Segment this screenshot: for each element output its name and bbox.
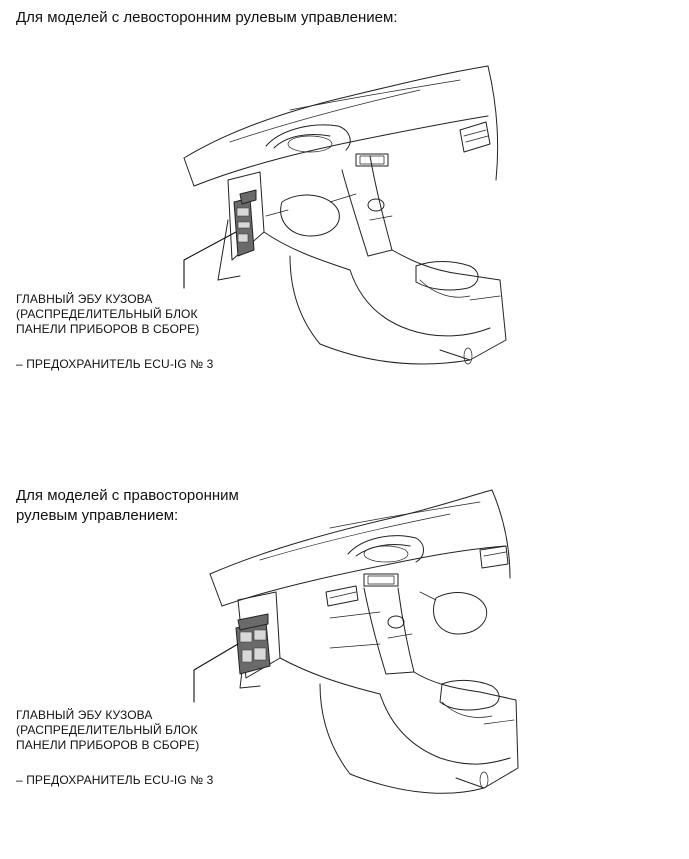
rhd-callout: ГЛАВНЫЙ ЭБУ КУЗОВА (РАСПРЕДЕЛИТЕЛЬНЫЙ БЛ… [16, 708, 199, 753]
rhd-section-heading: Для моделей с правосторонним рулевым упр… [16, 486, 239, 526]
lhd-callout: ГЛАВНЫЙ ЭБУ КУЗОВА (РАСПРЕДЕЛИТЕЛЬНЫЙ БЛ… [16, 292, 199, 337]
rhd-callout-line-3: ПАНЕЛИ ПРИБОРОВ В СБОРЕ) [16, 738, 200, 752]
rhd-callout-line-1: ГЛАВНЫЙ ЭБУ КУЗОВА [16, 708, 153, 722]
rhd-heading-line-1: Для моделей с правосторонним [16, 487, 239, 504]
lhd-section-heading: Для моделей с левосторонним рулевым упра… [16, 9, 398, 26]
lhd-callout-line-3: ПАНЕЛИ ПРИБОРОВ В СБОРЕ) [16, 322, 200, 336]
lhd-fuse-label: – ПРЕДОХРАНИТЕЛЬ ECU-IG № 3 [16, 357, 214, 371]
rhd-heading-line-2: рулевым управлением: [16, 507, 179, 524]
rhd-fuse-label: – ПРЕДОХРАНИТЕЛЬ ECU-IG № 3 [16, 773, 214, 787]
lhd-callout-line-2: (РАСПРЕДЕЛИТЕЛЬНЫЙ БЛОК [16, 307, 198, 321]
rhd-callout-line-2: (РАСПРЕДЕЛИТЕЛЬНЫЙ БЛОК [16, 723, 198, 737]
rhd-dashboard-illustration [193, 489, 519, 794]
lhd-callout-line-1: ГЛАВНЫЙ ЭБУ КУЗОВА [16, 292, 153, 306]
lhd-dashboard-illustration [183, 65, 507, 365]
